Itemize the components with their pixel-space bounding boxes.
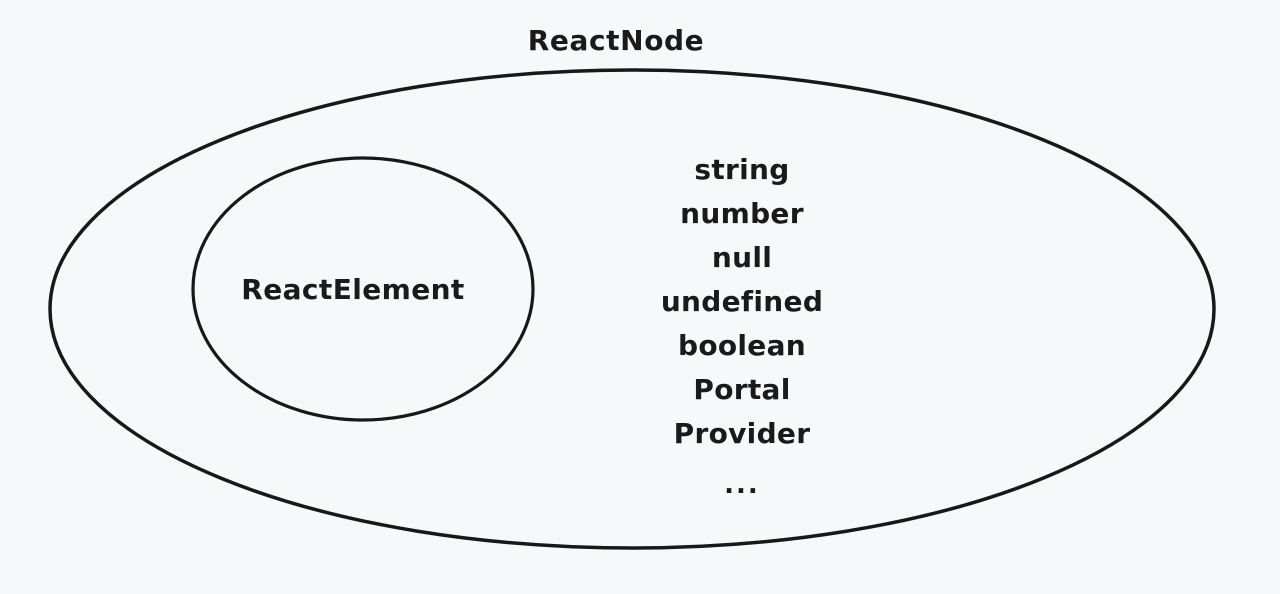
- member-item-boolean: boolean: [677, 329, 807, 362]
- member-item-portal: Portal: [693, 373, 791, 406]
- member-type-list: string number null undefined boolean Por…: [661, 148, 823, 500]
- member-item-number: number: [680, 197, 804, 230]
- inner-set-label: ReactElement: [241, 273, 465, 306]
- outer-set-title: ReactNode: [527, 24, 705, 57]
- inner-set-ellipse-reactelement: [191, 156, 535, 422]
- member-item-undefined: undefined: [660, 285, 824, 318]
- member-item-ellipsis: ...: [724, 470, 760, 500]
- member-item-provider: Provider: [673, 417, 811, 450]
- member-item-string: string: [694, 153, 790, 186]
- outer-set-ellipse-reactnode: [48, 68, 1216, 550]
- member-item-null: null: [711, 241, 773, 274]
